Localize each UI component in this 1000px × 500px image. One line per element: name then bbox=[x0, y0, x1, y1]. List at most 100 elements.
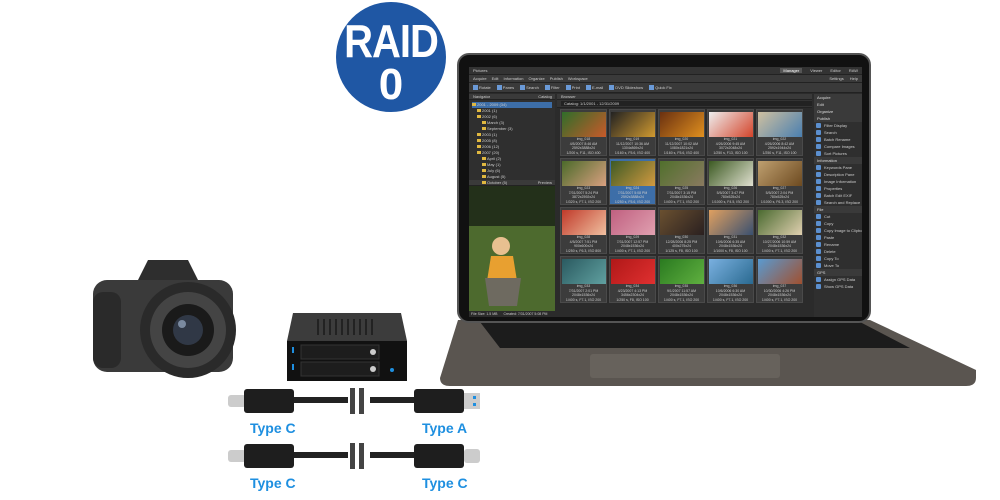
toolbar-button-filter[interactable]: Filter bbox=[544, 85, 560, 90]
task-item[interactable]: Description Pane bbox=[814, 171, 862, 178]
toolbar-button-quick-fix[interactable]: Quick Fix bbox=[649, 85, 672, 90]
catalog-tab[interactable]: Catalog bbox=[538, 94, 552, 99]
thumbnail-exp: 1/250 s, F11, ISO 100 bbox=[762, 150, 797, 155]
menu-information[interactable]: Information bbox=[503, 76, 524, 81]
task-item[interactable]: Paste bbox=[814, 234, 862, 241]
tree-item-label: 2001 - 2009 (34) bbox=[477, 102, 507, 107]
toolbar-button-dvd-slideshow[interactable]: DVD Slideshow bbox=[609, 85, 643, 90]
task-item[interactable]: Delete bbox=[814, 248, 862, 255]
tree-item[interactable]: May (1) bbox=[472, 162, 552, 168]
toolbar-label: Search bbox=[526, 85, 539, 90]
task-item[interactable]: Filter Display bbox=[814, 122, 862, 129]
tree-item[interactable]: March (3) bbox=[472, 120, 552, 126]
task-item[interactable]: Rename bbox=[814, 241, 862, 248]
thumbnail-image bbox=[561, 112, 606, 137]
task-item[interactable]: Batch Edit EXIF bbox=[814, 192, 862, 199]
cable-2-right-label: Type C bbox=[422, 475, 468, 491]
toolbar: Rotate Panes Search Filter Print E-mail DVD Sl… bbox=[469, 83, 862, 93]
tree-item[interactable]: 2001 - 2009 (34) bbox=[472, 102, 552, 108]
thumbnail-dims: 780x525x24 bbox=[720, 195, 741, 199]
task-section-header[interactable]: Organize bbox=[814, 108, 862, 115]
task-section-header[interactable]: Acquire bbox=[814, 94, 862, 101]
task-item[interactable]: Copy Image to Clipboard bbox=[814, 227, 862, 234]
thumbnail-name: img_021 bbox=[723, 137, 738, 141]
menu-workspace[interactable]: Workspace bbox=[567, 76, 588, 81]
thumbnail-dims: 3456x2304x24 bbox=[621, 293, 644, 297]
task-item[interactable]: Sort Pictures bbox=[814, 150, 862, 157]
task-item[interactable]: Image Information bbox=[814, 178, 862, 185]
catalog-path[interactable]: Catalog: 1/1/2001 - 12/31/2009 bbox=[561, 101, 812, 106]
task-section-header[interactable]: Edit bbox=[814, 101, 862, 108]
task-item[interactable]: Batch Rename bbox=[814, 136, 862, 143]
tree-item[interactable]: 2002 (6) bbox=[472, 114, 552, 120]
mode-tab-manager[interactable]: Manager bbox=[780, 68, 803, 73]
link-help[interactable]: Help bbox=[849, 76, 858, 81]
task-section-header[interactable]: Publish bbox=[814, 115, 862, 122]
task-item[interactable]: Search bbox=[814, 129, 862, 136]
task-item[interactable]: Show GPS Data bbox=[814, 283, 862, 290]
task-section-header[interactable]: Information bbox=[814, 157, 862, 164]
toolbar-icon bbox=[520, 85, 526, 90]
task-item[interactable]: Copy To bbox=[814, 255, 862, 262]
toolbar-label: Print bbox=[571, 85, 580, 90]
task-item[interactable]: Copy bbox=[814, 220, 862, 227]
tree-item[interactable]: 2006 (12) bbox=[472, 144, 552, 150]
mode-tab-raw[interactable]: RAW bbox=[848, 68, 858, 73]
task-item[interactable]: Keywords Pane bbox=[814, 164, 862, 171]
tree-item[interactable]: 2005 (8) bbox=[472, 138, 552, 144]
toolbar-button-e-mail[interactable]: E-mail bbox=[585, 85, 603, 90]
toolbar-button-print[interactable]: Print bbox=[565, 85, 580, 90]
link-settings[interactable]: Settings bbox=[829, 76, 844, 81]
tree-item[interactable]: 2003 (1) bbox=[472, 132, 552, 138]
task-item[interactable]: Compare Images bbox=[814, 143, 862, 150]
thumbnail-exp: 1/160 s, F5.6, ISO 400 bbox=[614, 150, 651, 155]
task-item[interactable]: Properties bbox=[814, 185, 862, 192]
browser-label: Browser bbox=[561, 94, 576, 99]
menu-acquire[interactable]: Acquire bbox=[473, 76, 487, 81]
mode-tab-editor[interactable]: Editor bbox=[830, 68, 841, 73]
toolbar-button-panes[interactable]: Panes bbox=[496, 85, 514, 90]
tree-item[interactable]: October (5) bbox=[472, 180, 552, 186]
tree-item[interactable]: April (2) bbox=[472, 156, 552, 162]
mode-tab-viewer[interactable]: Viewer bbox=[810, 68, 823, 73]
toolbar-button-search[interactable]: Search bbox=[520, 85, 539, 90]
toolbar-button-rotate[interactable]: Rotate bbox=[473, 85, 491, 90]
tree-item-label: October (5) bbox=[487, 180, 508, 185]
raid-enclosure-image bbox=[287, 313, 407, 381]
tree-item[interactable]: July (6) bbox=[472, 168, 552, 174]
tree-item[interactable]: 2007 (20) bbox=[472, 150, 552, 156]
menu-publish[interactable]: Publish bbox=[549, 76, 563, 81]
task-item[interactable]: Cut bbox=[814, 213, 862, 220]
tree-item[interactable]: August (5) bbox=[472, 174, 552, 180]
tree-item[interactable]: September (3) bbox=[472, 126, 552, 132]
menu-edit[interactable]: Edit bbox=[491, 76, 499, 81]
task-item[interactable]: Move To bbox=[814, 262, 862, 269]
tree-item[interactable]: 2001 (1) bbox=[472, 108, 552, 114]
task-item[interactable]: Assign GPS Data bbox=[814, 276, 862, 283]
task-section-header[interactable]: GPS bbox=[814, 269, 862, 276]
task-item[interactable]: Search and Replace bbox=[814, 199, 862, 206]
menu-organize[interactable]: Organize bbox=[528, 76, 545, 81]
task-section-header[interactable]: File bbox=[814, 206, 862, 213]
